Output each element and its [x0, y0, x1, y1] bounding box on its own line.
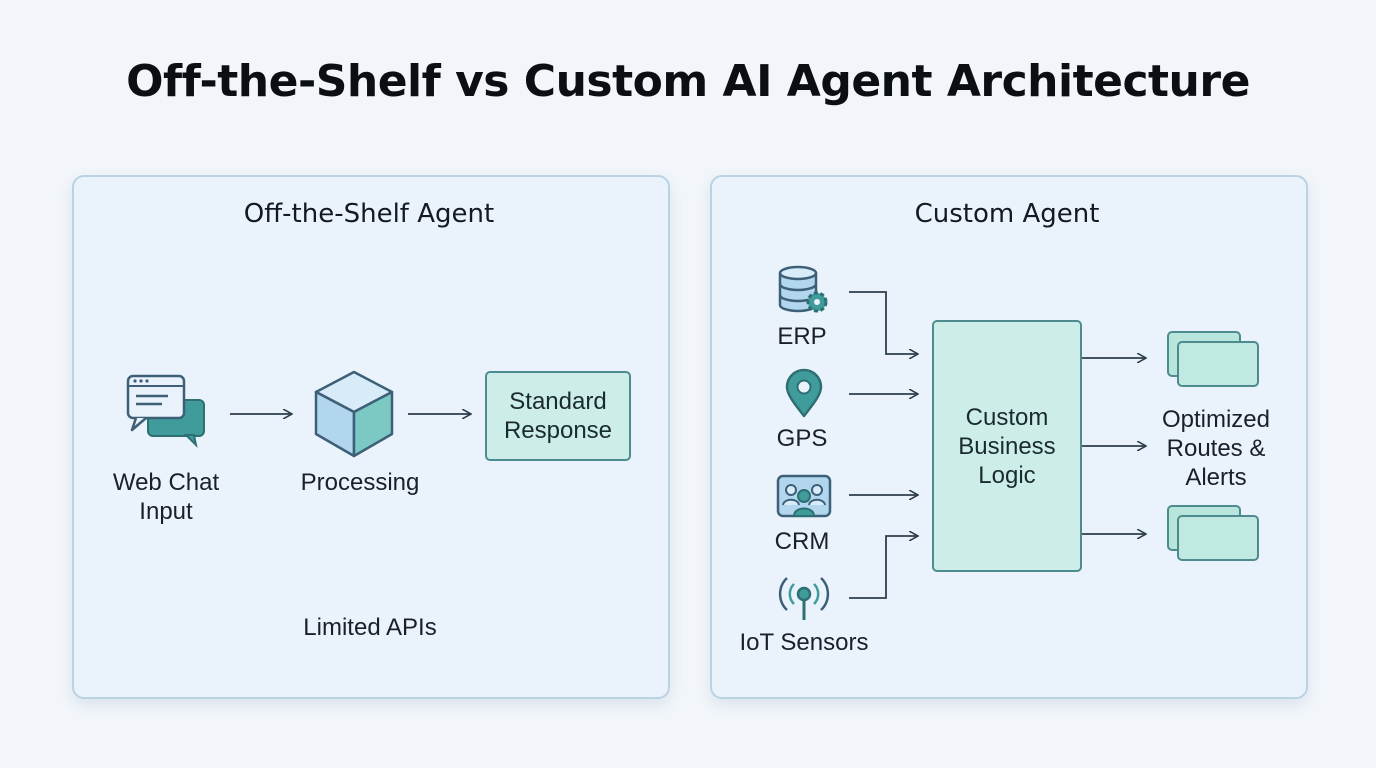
- gps-label: GPS: [776, 425, 828, 452]
- custom-agent-title: Custom Agent: [914, 199, 1100, 229]
- database-gear-icon: [778, 265, 828, 313]
- erp-label: ERP: [777, 323, 827, 350]
- processing-label: Processing: [300, 469, 420, 496]
- arrow-iot-to-logic: [849, 536, 918, 599]
- map-pin-icon: [785, 368, 823, 418]
- crm-label: CRM: [774, 528, 830, 555]
- standard-response-label: Standard Response: [503, 388, 613, 444]
- cube-icon: [314, 370, 394, 458]
- stacked-cards-icon: [1167, 505, 1259, 561]
- limited-apis-note: Limited APIs: [303, 614, 437, 641]
- chat-bubbles-icon: [126, 374, 205, 449]
- custom-business-logic-label: Custom Business Logic: [958, 403, 1056, 489]
- team-screen-icon: [776, 474, 832, 518]
- web-chat-input-label: Web Chat Input: [112, 469, 220, 525]
- arrow-erp-to-logic: [849, 291, 918, 354]
- stacked-cards-icon: [1167, 331, 1259, 387]
- standard-response-box: Standard Response: [485, 371, 631, 461]
- optimized-routes-label: Optimized Routes & Alerts: [1161, 406, 1271, 491]
- iot-sensors-label: IoT Sensors: [739, 629, 869, 656]
- off-the-shelf-title: Off-the-Shelf Agent: [243, 199, 495, 229]
- antenna-signal-icon: [778, 577, 830, 620]
- page-title: Off-the-Shelf vs Custom AI Agent Archite…: [126, 56, 1250, 107]
- custom-business-logic-box: Custom Business Logic: [932, 320, 1082, 572]
